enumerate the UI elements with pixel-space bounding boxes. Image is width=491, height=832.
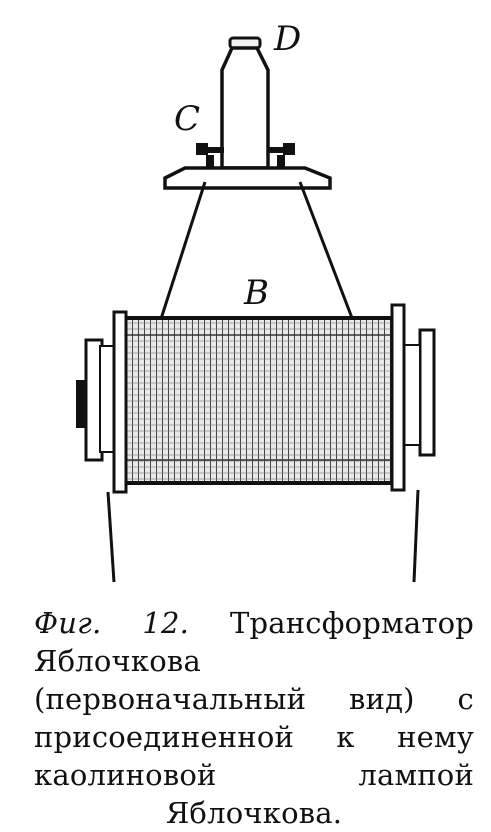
transformer-diagram: D C B [76,19,436,583]
wire-left [158,181,207,323]
kaolin-lamp [163,36,332,190]
terminal-right [267,143,295,168]
label-b: B [243,273,269,313]
wire-right [298,181,354,319]
figure-caption: Фиг. 12. Трансформатор Яблочкова (первон… [34,604,474,832]
caption-text: Трансформатор Яблочкова (первоначальный … [34,606,474,830]
label-d: D [273,19,301,59]
transformer-coil [76,303,436,583]
label-c: C [174,99,200,139]
terminal-left [196,143,224,168]
caption-figure-number: Фиг. 12. [34,606,190,640]
